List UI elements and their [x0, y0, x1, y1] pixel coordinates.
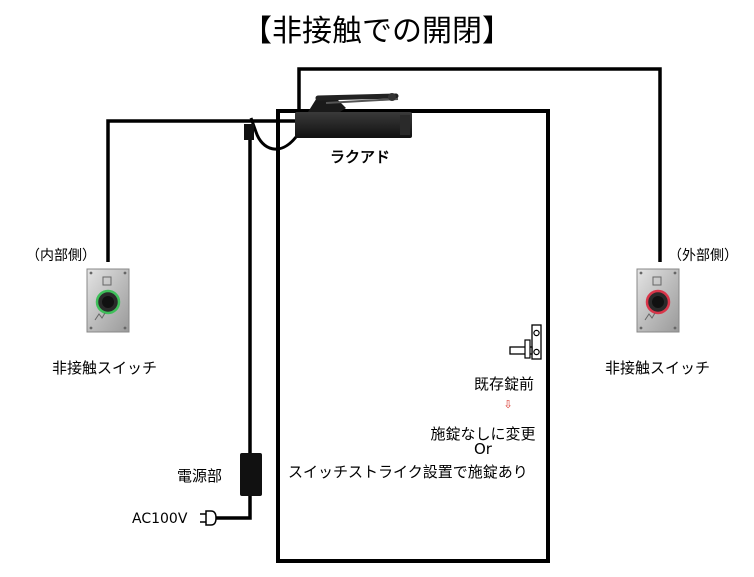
change-no-lock-label: 施錠なしに変更 [430, 425, 536, 443]
touchless-switch-icon [636, 268, 680, 333]
change-arrow: ⇩ [503, 398, 513, 411]
power-supply-icon [240, 453, 262, 496]
change-or-label: Or [474, 440, 492, 458]
switch-right-label: 非接触スイッチ [605, 359, 711, 377]
inside-side-label: （内部側） [26, 248, 96, 264]
ac-plug-icon [200, 510, 217, 526]
cable-connector [244, 124, 254, 140]
wire-inside-switch [106, 119, 296, 262]
touchless-switch-icon [86, 268, 130, 333]
ac-input-label: AC100V [132, 511, 188, 527]
wire-ac-input [214, 496, 252, 520]
switch-left-label: 非接触スイッチ [52, 359, 158, 377]
door-outline [276, 109, 550, 563]
page-title: 【非接触での開閉】 [242, 14, 512, 49]
wire-power-cable [249, 117, 298, 151]
change-switch-strike-label: スイッチストライク設置で施錠あり [288, 463, 528, 481]
door-closer-icon [295, 93, 412, 138]
outside-side-label: （外部側） [668, 248, 738, 264]
existing-lock-label: 既存錠前 [474, 375, 535, 393]
door-lock-icon [509, 324, 542, 360]
closer-label: ラクアド [330, 148, 391, 166]
wire-outside-switch [297, 67, 662, 262]
power-unit-label: 電源部 [177, 467, 223, 485]
